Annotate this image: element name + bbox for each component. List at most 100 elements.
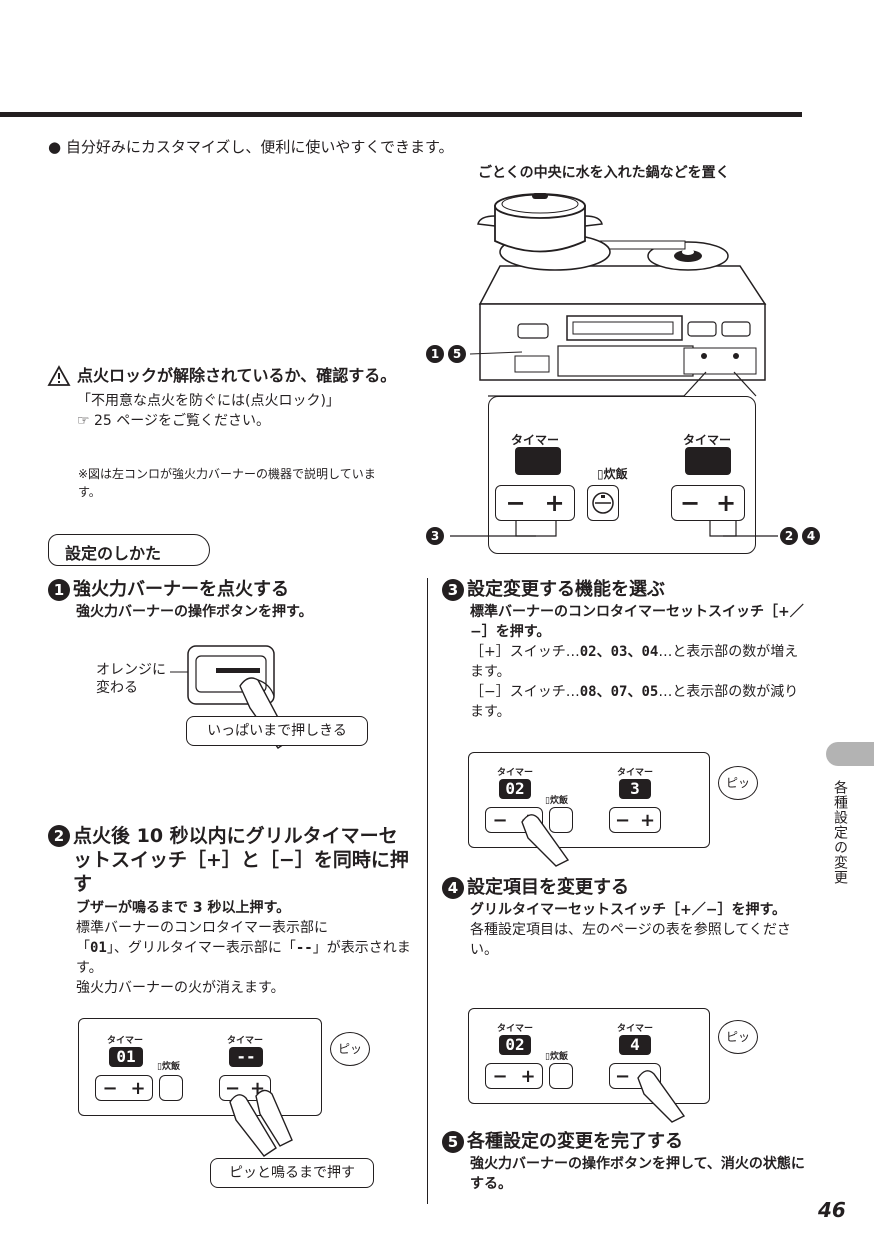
plus-button-right[interactable]: + xyxy=(715,489,737,517)
step-2-body-2c: 」が表示されます。 xyxy=(76,940,411,976)
step-4-timer-label-left: タイマー xyxy=(497,1024,534,1034)
page-number: 46 xyxy=(818,1198,846,1222)
step-3-body-2: ［−］スイッチ…08、07、05…と表示部の数が減ります。 xyxy=(442,682,806,722)
step-3-beep-bubble: ピッ xyxy=(718,766,758,800)
top-rule xyxy=(0,112,802,117)
step-2-rice-button xyxy=(159,1075,183,1101)
step-3-timer-label-right: タイマー xyxy=(617,768,654,778)
step-3-rice-label: ▯炊飯 xyxy=(545,796,568,806)
step-2-title: 2 点火後 10 秒以内にグリルタイマーセットスイッチ［+］と［−］を同時に押す xyxy=(48,824,412,896)
callout-badge-3: 3 xyxy=(426,527,444,545)
step-4-plus-minus-left: −+ xyxy=(485,1063,543,1089)
plus-minus-right[interactable]: − + xyxy=(671,485,745,521)
step-2-body-2b: 」、グリルタイマー表示部に「 xyxy=(106,940,296,956)
rice-button[interactable] xyxy=(587,485,619,521)
step-4-timer-label-right: タイマー xyxy=(617,1024,654,1034)
step-3: 3 設定変更する機能を選ぶ 標準バーナーのコンロタイマーセットスイッチ［+／−］… xyxy=(442,578,806,722)
step-4-plus-left: + xyxy=(520,1065,536,1087)
step-2-minus-right: − xyxy=(224,1077,241,1099)
stove-illustration xyxy=(477,193,767,381)
step-2-body-1: 標準バーナーのコンロタイマー表示部に xyxy=(76,920,328,936)
minus-button-left[interactable]: − xyxy=(505,489,526,517)
step-2-timer-label-left: タイマー xyxy=(107,1036,144,1046)
step-4-finger xyxy=(637,1070,686,1123)
timer-label-left: タイマー xyxy=(511,433,560,447)
step-3-rice-button xyxy=(549,807,573,833)
step-4-minus-right: − xyxy=(614,1065,631,1087)
step-3-number: 3 xyxy=(442,579,464,601)
note-text: ※図は左コンロが強火力バーナーの機器で説明しています。 xyxy=(78,467,376,499)
plus-minus-left[interactable]: − + xyxy=(495,485,575,521)
step-2-plus-minus-left: −+ xyxy=(95,1075,153,1101)
step-3-title-text: 設定変更する機能を選ぶ xyxy=(467,579,665,600)
minus-button-right[interactable]: − xyxy=(679,489,701,517)
rice-label-text: 炊飯 xyxy=(603,467,628,481)
side-tab xyxy=(826,742,874,766)
callout-badge-2: 2 xyxy=(780,527,798,545)
step-3-finger xyxy=(521,814,570,867)
warning-line-2: ☞ 25 ページをご覧ください。 xyxy=(77,413,270,429)
timer-button-right[interactable] xyxy=(685,447,731,475)
step-2-fingers xyxy=(229,1089,293,1157)
step-5-sub: 強火力バーナーの操作ボタンを押して、消火の状態にする。 xyxy=(470,1156,805,1192)
step-2-rice-label: ▯炊飯 xyxy=(157,1062,180,1072)
step-5: 5 各種設定の変更を完了する 強火力バーナーの操作ボタンを押して、消火の状態にす… xyxy=(442,1130,806,1194)
step-4-body: 各種設定項目は、左のページの表を参照してください。 xyxy=(470,922,791,958)
callout-badge-1: 1 xyxy=(426,345,444,363)
step-2-plus-left: + xyxy=(130,1077,146,1099)
pot-caption: ごとくの中央に水を入れた鍋などを置く xyxy=(478,165,730,181)
step-1-title-text: 強火力バーナーを点火する xyxy=(73,579,289,600)
step-1-sub: 強火力バーナーの操作ボタンを押す。 xyxy=(76,604,313,620)
step-4-beep-bubble: ピッ xyxy=(718,1020,758,1054)
step-4-title-text: 設定項目を変更する xyxy=(467,877,629,898)
step-2-beep-bubble: ピッ xyxy=(330,1032,370,1066)
step-2-minus-left: − xyxy=(102,1077,118,1099)
step-2-timer-label-right: タイマー xyxy=(227,1036,264,1046)
step-1: 1 強火力バーナーを点火する 強火力バーナーの操作ボタンを押す。 xyxy=(48,578,428,622)
step-1-number: 1 xyxy=(48,579,70,601)
step-4-rice-label-text: 炊飯 xyxy=(549,1052,568,1062)
rice-pot-icon xyxy=(592,492,614,514)
step-3-segs-1: 02、03、04 xyxy=(579,644,659,660)
step-2-seg-1: 01 xyxy=(90,940,107,956)
step-3-panel: タイマー 02 ▯炊飯 −+ タイマー 3 −+ xyxy=(468,752,710,848)
step-3-minus-right: − xyxy=(614,809,631,831)
step-2-seg-2: -- xyxy=(295,940,313,956)
step-3-body-1: ［+］スイッチ…02、03、04…と表示部の数が増えます。 xyxy=(442,642,806,682)
step-4-panel: タイマー 02 ▯炊飯 −+ タイマー 4 −+ xyxy=(468,1008,710,1104)
step-3-timer-label-left: タイマー xyxy=(497,768,534,778)
step-1-button-illustration xyxy=(170,645,291,749)
step-2-number: 2 xyxy=(48,825,70,847)
warning-title-text: 点火ロックが解除されているか、確認する。 xyxy=(77,366,397,385)
step-4-number: 4 xyxy=(442,877,464,899)
step-5-title-text: 各種設定の変更を完了する xyxy=(467,1131,683,1152)
step-4-rice-button xyxy=(549,1063,573,1089)
callout-line-stove xyxy=(469,351,523,355)
step-4-rice-label: ▯炊飯 xyxy=(545,1052,568,1062)
step-1-fig-label: オレンジに 変わる xyxy=(96,661,166,697)
step-3-body-2a: ［−］スイッチ… xyxy=(470,684,580,700)
plus-button-left[interactable]: + xyxy=(544,489,565,517)
step-3-sub: 標準バーナーのコンロタイマーセットスイッチ［+／−］を押す。 xyxy=(470,604,804,640)
step-1-callout: いっぱいまで押しきる xyxy=(186,716,368,746)
step-2: 2 点火後 10 秒以内にグリルタイマーセットスイッチ［+］と［−］を同時に押す… xyxy=(48,824,412,998)
step-3-body-2b: …と表示部の数が減ります。 xyxy=(470,684,799,720)
step-4-title: 4 設定項目を変更する xyxy=(442,876,806,900)
step-3-display-right: 3 xyxy=(619,779,651,799)
rice-label: ▯炊飯 xyxy=(597,467,628,481)
howto-label: 設定のしかた xyxy=(48,534,210,566)
side-tab-text: 各種設定の変更 xyxy=(832,780,848,885)
step-3-plus-minus-right: −+ xyxy=(609,807,661,833)
step-3-title: 3 設定変更する機能を選ぶ xyxy=(442,578,806,602)
step-1-fig-label-1: オレンジに xyxy=(96,662,166,678)
step-5-title: 5 各種設定の変更を完了する xyxy=(442,1130,806,1154)
step-5-number: 5 xyxy=(442,1131,464,1153)
step-2-sub: ブザーが鳴るまで 3 秒以上押す。 xyxy=(76,900,291,916)
timer-button-left[interactable] xyxy=(515,447,561,475)
timer-label-right: タイマー xyxy=(683,433,732,447)
step-2-panel: タイマー 01 ▯炊飯 −+ タイマー -- −+ xyxy=(78,1018,322,1116)
callout-badge-4: 4 xyxy=(802,527,820,545)
column-divider xyxy=(427,578,428,1204)
step-3-minus-left: − xyxy=(492,809,508,831)
step-2-display-right: -- xyxy=(229,1047,263,1067)
